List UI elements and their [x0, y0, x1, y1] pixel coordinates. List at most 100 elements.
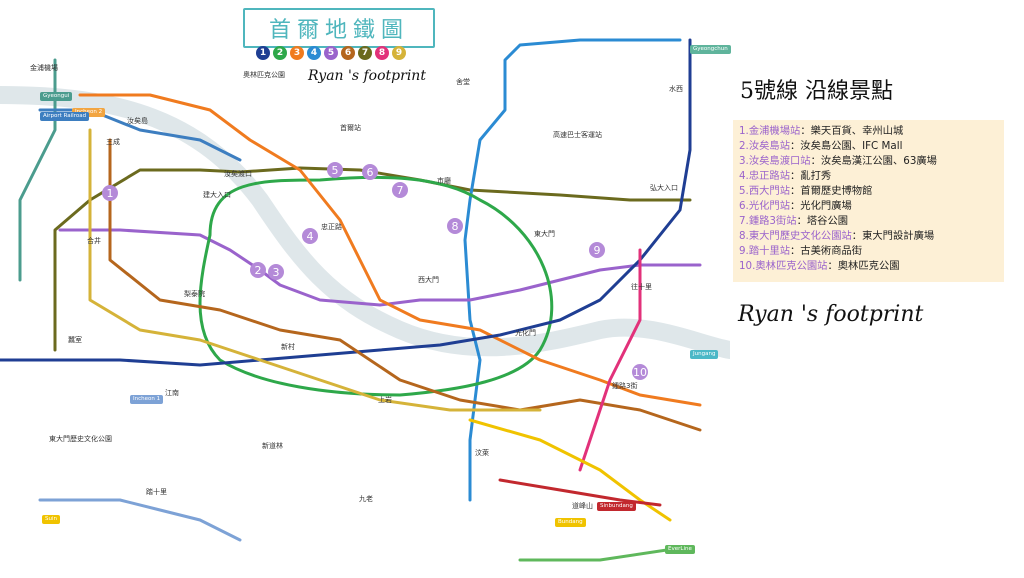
route-network: 金浦機場汝矣島汝矣渡口忠正路西大門光化門鍾路3街東大門歷史文化公園踏十里奧林匹克… [0, 38, 730, 562]
station-label: 九老 [359, 494, 373, 503]
spot-marker-1: 1 [102, 185, 118, 201]
station-label: 上岩 [378, 395, 392, 404]
line-4-route [463, 38, 682, 502]
spot-description: ：樂天百貨、幸州山城 [800, 125, 904, 137]
spot-item: 9.踏十里站：古美術商品街 [739, 244, 998, 259]
line-5-badge: 5 [324, 46, 338, 60]
map-title: 首爾地鐵圖 [243, 8, 435, 48]
spot-marker-5: 5 [327, 162, 343, 178]
line-6-route [108, 138, 702, 432]
station-label: 汝矣島 [127, 116, 148, 125]
spot-item: 10.奧林匹克公園站：奧林匹克公園 [739, 259, 998, 274]
spot-description: ：汝矣島漢江公園、63廣場 [810, 155, 937, 167]
station-label: 光化門 [515, 328, 536, 337]
station-label: 三成 [106, 137, 120, 146]
line-6-badge: 6 [341, 46, 355, 60]
station-label: 弘大入口 [650, 183, 678, 192]
svg-text:1: 1 [107, 187, 114, 200]
sinbundang-route [498, 478, 662, 507]
svg-text:4: 4 [307, 230, 314, 243]
spot-station: 8.東大門歷史文化公園站 [739, 230, 852, 242]
spot-description: ：亂打秀 [790, 170, 832, 182]
station-label: 奧林匹克公園 [243, 70, 285, 79]
station-label: 汝矣渡口 [224, 169, 252, 178]
station-label: 新村 [281, 342, 295, 351]
credit-top: Ryan 's footprint [308, 68, 426, 84]
station-label: 往十里 [631, 282, 652, 291]
line-tag: Suin [42, 515, 60, 524]
line-tag: Incheon 1 [130, 395, 164, 404]
spot-marker-4: 4 [302, 228, 318, 244]
svg-text:7: 7 [397, 184, 404, 197]
line-9-badge: 9 [392, 46, 406, 60]
spot-item: 7.鍾路3街站：塔谷公園 [739, 214, 998, 229]
line-4-badge: 4 [307, 46, 321, 60]
spot-station: 3.汝矣島渡口站 [739, 155, 811, 167]
station-label: 新道林 [262, 441, 283, 450]
spot-description: ：東大門設計廣場 [851, 230, 935, 242]
spot-station: 2.汝矣島站 [739, 140, 791, 152]
line-2-badge: 2 [273, 46, 287, 60]
station-label: 金浦機場 [30, 63, 58, 72]
station-label: 水西 [669, 84, 683, 93]
line-3-badge: 3 [290, 46, 304, 60]
spot-station: 6.光化門站 [739, 200, 791, 212]
spot-description: ：奧林匹克公園 [827, 260, 900, 272]
svg-text:5: 5 [332, 164, 339, 177]
credit-right: Ryan 's footprint [738, 302, 924, 327]
spot-station: 4.忠正路站 [739, 170, 791, 182]
station-label: 高速巴士客運站 [553, 130, 602, 139]
spot-description: ：古美術商品街 [790, 245, 863, 257]
line-1-route [0, 38, 692, 367]
spot-item: 4.忠正路站：亂打秀 [739, 169, 998, 184]
spot-description: ：塔谷公園 [796, 215, 849, 227]
svg-text:9: 9 [594, 244, 601, 257]
station-label: 西大門 [418, 275, 439, 284]
line-9-route [88, 128, 542, 412]
svg-text:8: 8 [452, 220, 459, 233]
spot-station: 1.金浦機場站 [739, 125, 801, 137]
everline-route [518, 546, 682, 562]
svg-text:3: 3 [273, 266, 280, 279]
han-river [0, 86, 730, 359]
spot-description: ：首爾歷史博物館 [790, 185, 873, 197]
station-label: 首爾站 [340, 123, 361, 132]
station-label: 梨泰院 [184, 289, 205, 298]
line-3-route [78, 93, 702, 407]
spot-item: 1.金浦機場站：樂天百貨、幸州山城 [739, 124, 998, 139]
spot-item: 2.汝矣島站：汝矣島公園、IFC Mall [739, 139, 998, 154]
station-label: 東大門 [534, 229, 555, 238]
spot-station: 9.踏十里站 [739, 245, 791, 257]
station-label: 東大門歷史文化公園 [49, 434, 112, 443]
spot-marker-3: 3 [268, 264, 284, 280]
spots-heading: 5號線 沿線景點 [740, 79, 893, 104]
spot-station: 5.西大門站 [739, 185, 791, 197]
spot-item: 3.汝矣島渡口站：汝矣島漢江公園、63廣場 [739, 154, 998, 169]
svg-text:6: 6 [367, 166, 374, 179]
line-7-badge: 7 [358, 46, 372, 60]
station-label: 踏十里 [146, 487, 167, 496]
line-tag: Bundang [555, 518, 586, 527]
station-label: 江南 [165, 388, 179, 397]
spot-marker-8: 8 [447, 218, 463, 234]
spot-description: ：光化門廣場 [790, 200, 852, 212]
station-label: 建大入口 [203, 190, 231, 199]
line-tag: Gyeongui [40, 92, 73, 101]
station-label: 市廳 [437, 176, 451, 185]
spot-item: 8.東大門歷史文化公園站：東大門設計廣場 [739, 229, 998, 244]
spot-item: 6.光化門站：光化門廣場 [739, 199, 998, 214]
spot-marker-9: 9 [589, 242, 605, 258]
line-8-route [578, 248, 642, 472]
svg-text:10: 10 [633, 366, 647, 379]
station-label: 道峰山 [572, 501, 593, 510]
line-tag: Sinbundang [597, 502, 636, 511]
line-5-route [58, 228, 702, 307]
line-tag: Gyeongchun [690, 45, 731, 54]
spot-item: 5.西大門站：首爾歷史博物館 [739, 184, 998, 199]
line-tag: EverLine [665, 545, 695, 554]
incheon1-route [38, 498, 242, 542]
line-8-badge: 8 [375, 46, 389, 60]
spot-description: ：汝矣島公園、IFC Mall [790, 140, 903, 152]
bundang-route [468, 418, 672, 522]
